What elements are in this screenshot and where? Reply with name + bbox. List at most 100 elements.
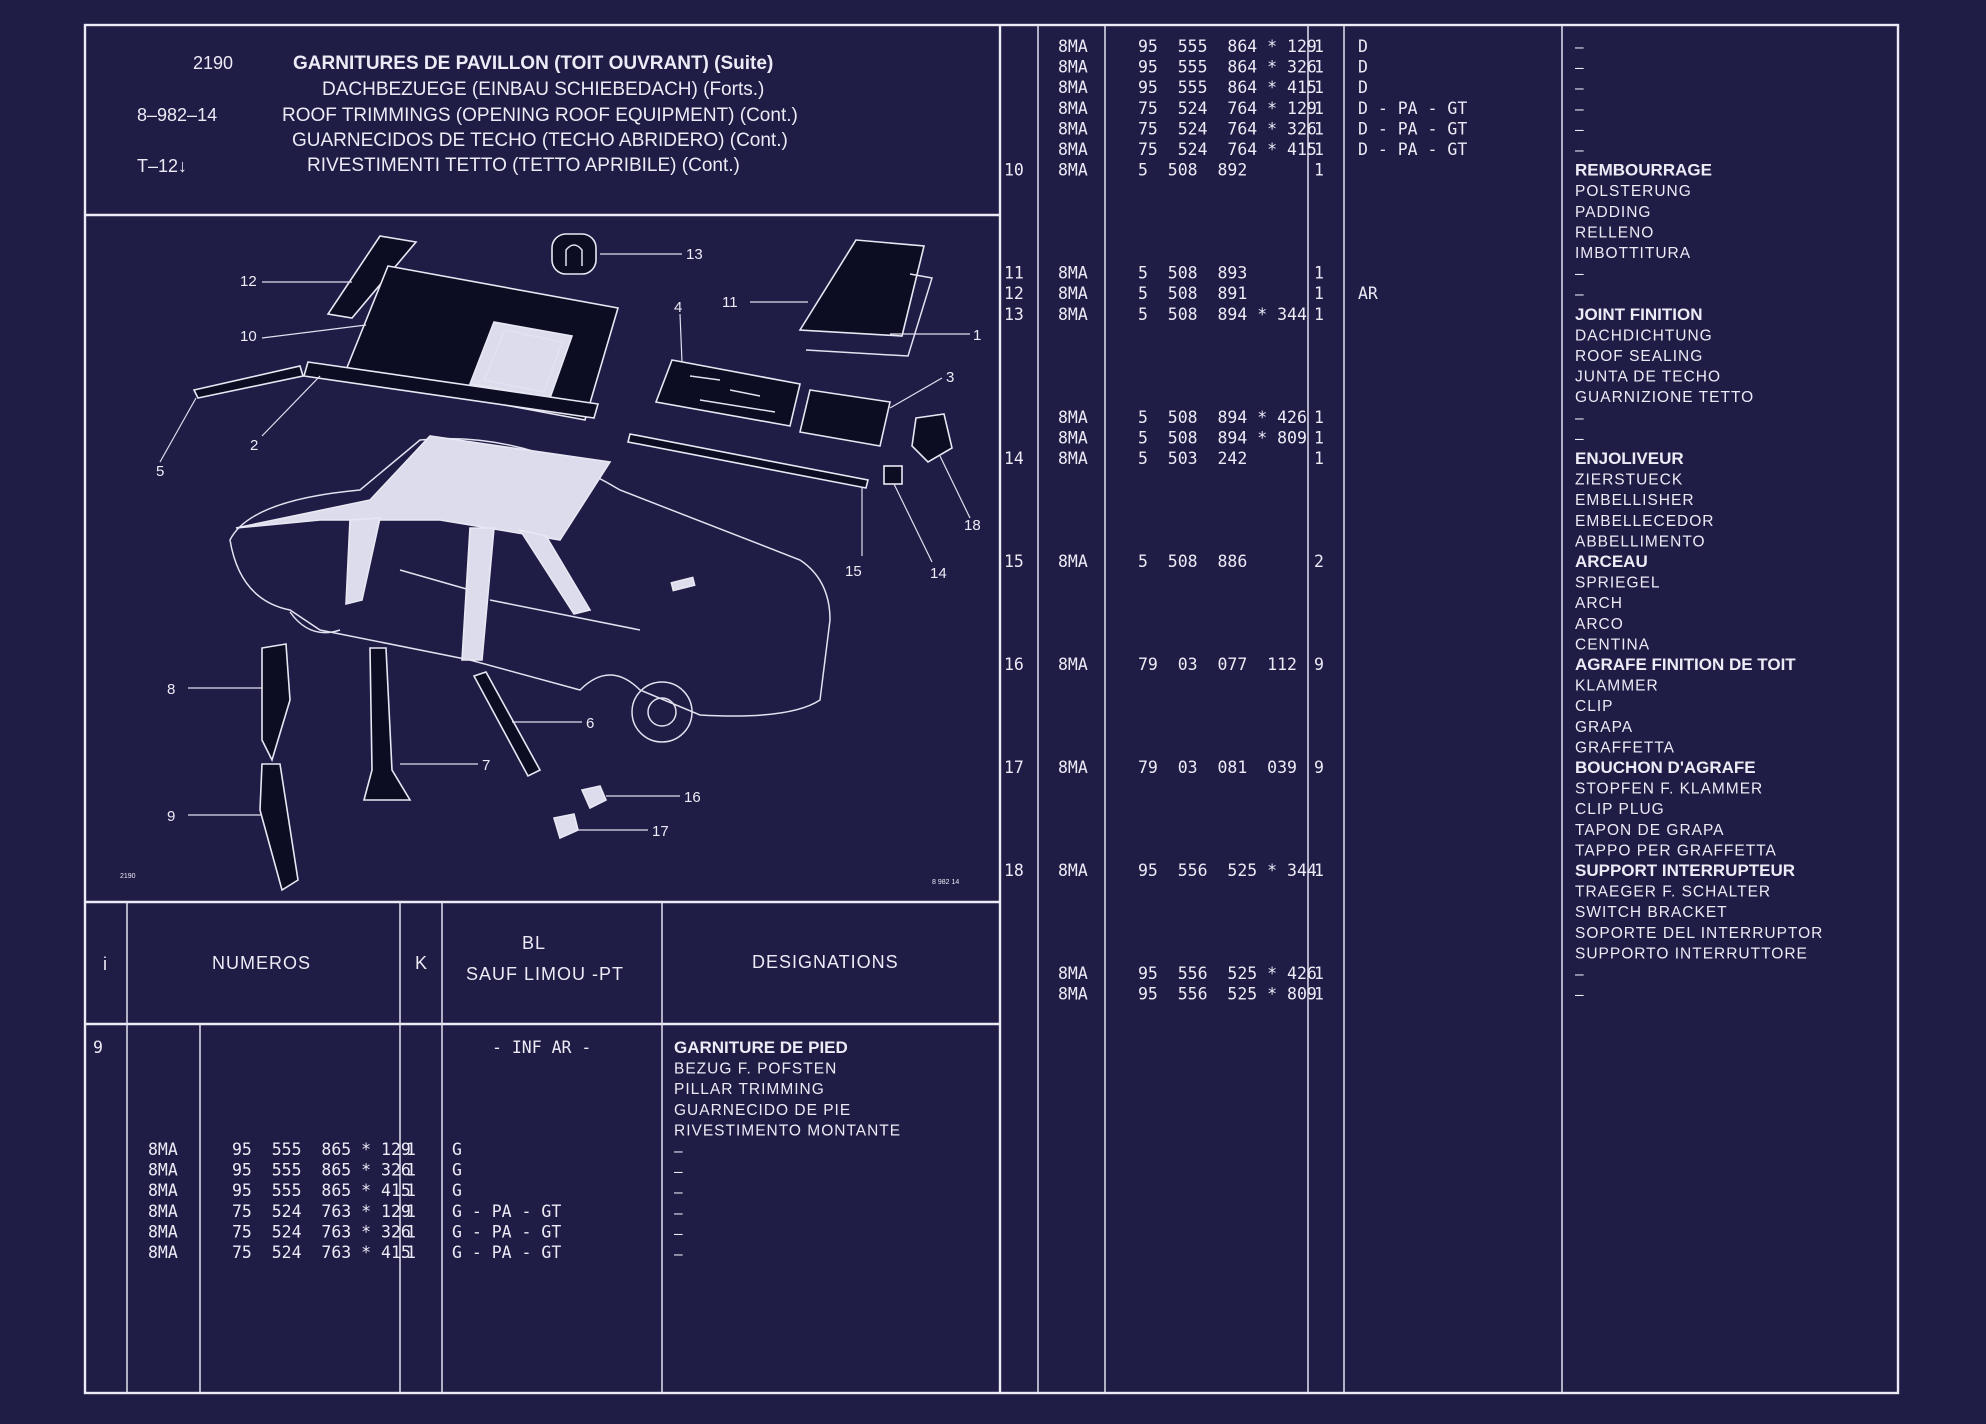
part-qty: 1 bbox=[406, 1202, 416, 1221]
part-number: 75 524 763 * 415 bbox=[232, 1243, 411, 1262]
part-prefix: 8MA bbox=[1058, 305, 1088, 324]
designation-line: EMBELLISHER bbox=[1575, 492, 1695, 509]
part-number: 75 524 764 * 415 bbox=[1138, 140, 1317, 159]
car-body bbox=[229, 437, 831, 717]
callout-9: 9 bbox=[167, 808, 175, 825]
part-qty: 1 bbox=[1314, 140, 1324, 159]
part-roof-opening-inner bbox=[482, 329, 563, 393]
part-qty: 1 bbox=[1314, 284, 1324, 303]
part-number: 95 556 525 * 344 bbox=[1138, 861, 1317, 880]
part-qty: 1 bbox=[1314, 161, 1324, 180]
part-18-bracket bbox=[911, 413, 953, 464]
part-prefix: 8MA bbox=[1058, 140, 1088, 159]
part-qty: 1 bbox=[1314, 305, 1324, 324]
part-7-trim bbox=[362, 647, 412, 801]
callout-12: 12 bbox=[240, 273, 257, 290]
item-number: 11 bbox=[1004, 264, 1024, 283]
designation-line: RELLENO bbox=[1575, 224, 1654, 241]
callout-13: 13 bbox=[686, 246, 703, 263]
left-item-number: 9 bbox=[93, 1038, 103, 1057]
part-qty: 1 bbox=[1314, 449, 1324, 468]
leader-5 bbox=[159, 397, 197, 463]
sheet-frame bbox=[83, 23, 1900, 1395]
designation-line: – bbox=[1575, 966, 1585, 983]
item-number: 16 bbox=[1004, 655, 1024, 674]
part-15-strip bbox=[627, 433, 869, 489]
callout-17: 17 bbox=[652, 823, 669, 840]
part-number: 5 508 894 * 344 bbox=[1138, 305, 1307, 324]
part-variant: G - PA - GT bbox=[452, 1202, 561, 1221]
designation-line: – bbox=[1575, 430, 1585, 447]
designation-line: ARCEAU bbox=[1575, 552, 1648, 571]
part-prefix: 8MA bbox=[1058, 655, 1088, 674]
callout-6: 6 bbox=[586, 715, 594, 732]
car-door-line bbox=[399, 569, 641, 631]
designation-line: JUNTA DE TECHO bbox=[1575, 369, 1721, 386]
item-number: 10 bbox=[1004, 161, 1024, 180]
car-roof-white bbox=[235, 435, 612, 541]
car-wheel-hub bbox=[647, 697, 677, 727]
header-k: K bbox=[415, 953, 428, 973]
designation-line: AGRAFE FINITION DE TOIT bbox=[1575, 655, 1796, 674]
item-number: 13 bbox=[1004, 305, 1024, 324]
designation-line: CLIP PLUG bbox=[1575, 801, 1665, 818]
callout-5: 5 bbox=[156, 463, 164, 480]
part-qty: 1 bbox=[1314, 428, 1324, 447]
part-prefix: 8MA bbox=[1058, 99, 1088, 118]
designation-line: ABBELLIMENTO bbox=[1575, 533, 1706, 550]
designation-line: SOPORTE DEL INTERRUPTOR bbox=[1575, 925, 1823, 942]
part-number: 95 555 865 * 326 bbox=[232, 1161, 411, 1180]
designation-line: ARCH bbox=[1575, 595, 1623, 612]
part-prefix: 8MA bbox=[148, 1181, 178, 1200]
part-number: 79 03 081 039 bbox=[1138, 758, 1297, 777]
designation-line: – bbox=[674, 1246, 684, 1263]
part-qty: 1 bbox=[406, 1140, 416, 1159]
callout-10: 10 bbox=[240, 328, 257, 345]
designation-line: – bbox=[1575, 266, 1585, 283]
part-prefix: 8MA bbox=[1058, 758, 1088, 777]
designation-line: – bbox=[674, 1143, 684, 1160]
part-qty: 1 bbox=[406, 1243, 416, 1262]
designation-line: TAPON DE GRAPA bbox=[1575, 822, 1725, 839]
designation-line: BEZUG F. POFSTEN bbox=[674, 1061, 837, 1078]
callout-18: 18 bbox=[964, 517, 981, 534]
part-4-detail bbox=[689, 375, 776, 413]
part-2-strip bbox=[302, 361, 600, 419]
page-code: 2190 bbox=[193, 53, 233, 73]
part-qty: 1 bbox=[1314, 58, 1324, 77]
part-13-clip-inner bbox=[565, 244, 583, 266]
part-3-headliner bbox=[799, 389, 891, 447]
designation-line: – bbox=[1575, 80, 1585, 97]
part-qty: 1 bbox=[1314, 78, 1324, 97]
leader-18 bbox=[939, 455, 971, 519]
designation-line: CENTINA bbox=[1575, 636, 1650, 653]
header-numeros: NUMEROS bbox=[212, 953, 311, 973]
title-fr: GARNITURES DE PAVILLON (TOIT OUVRANT) (S… bbox=[293, 53, 773, 74]
designation-line: GUARNECIDO DE PIE bbox=[674, 1102, 851, 1119]
designation-line: – bbox=[1575, 121, 1585, 138]
item-number: 12 bbox=[1004, 284, 1024, 303]
designation-line: REMBOURRAGE bbox=[1575, 161, 1712, 180]
part-number: 75 524 764 * 129 bbox=[1138, 99, 1317, 118]
designation-line: ARCO bbox=[1575, 616, 1624, 633]
part-prefix: 8MA bbox=[1058, 161, 1088, 180]
part-qty: 1 bbox=[1314, 964, 1324, 983]
callout-15: 15 bbox=[845, 563, 862, 580]
car-pillar-a bbox=[345, 517, 382, 606]
part-12-strip bbox=[326, 235, 418, 319]
part-prefix: 8MA bbox=[1058, 284, 1088, 303]
leader-4 bbox=[679, 313, 683, 363]
part-number: 95 555 865 * 415 bbox=[232, 1181, 411, 1200]
part-prefix: 8MA bbox=[148, 1243, 178, 1262]
callout-16: 16 bbox=[684, 789, 701, 806]
callout-14: 14 bbox=[930, 565, 947, 582]
title-es: GUARNECIDOS DE TECHO (TECHO ABRIDERO) (C… bbox=[292, 130, 788, 151]
callout-2: 2 bbox=[250, 437, 258, 454]
designation-line: GARNITURE DE PIED bbox=[674, 1038, 848, 1057]
designation-line: DACHDICHTUNG bbox=[1575, 327, 1713, 344]
part-prefix: 8MA bbox=[1058, 449, 1088, 468]
leader-3 bbox=[889, 377, 943, 409]
car-pillar-b bbox=[461, 527, 495, 661]
part-8-trim bbox=[261, 643, 291, 763]
callout-11: 11 bbox=[722, 294, 738, 311]
